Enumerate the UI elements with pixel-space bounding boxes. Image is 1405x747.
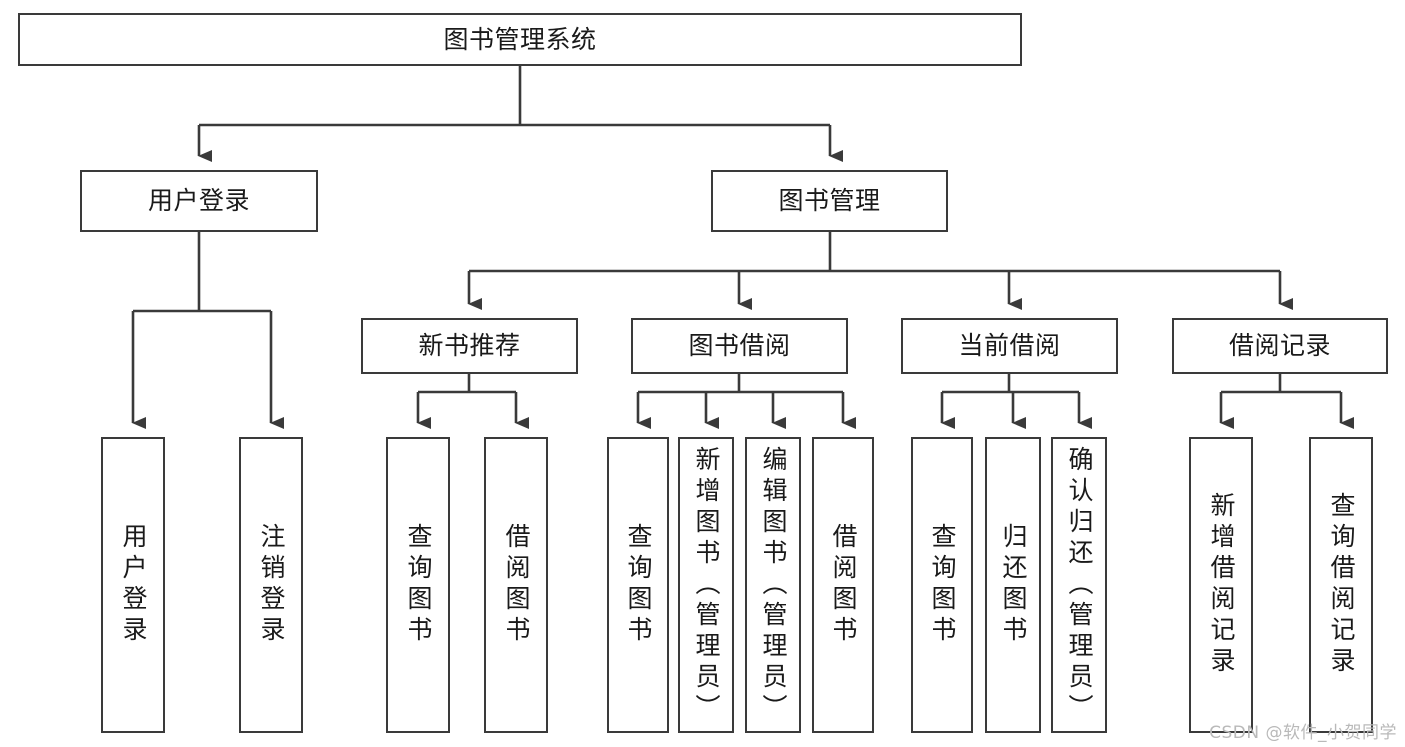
node-leaf-query-book-3[interactable]: 查询图书	[911, 437, 973, 733]
node-user-login-label: 用户登录	[147, 186, 250, 216]
node-leaf-query-borrow-record-label: 查询借阅记录	[1327, 492, 1356, 678]
node-new-book-recommend-label: 新书推荐	[418, 331, 521, 361]
node-leaf-query-borrow-record[interactable]: 查询借阅记录	[1309, 437, 1373, 733]
node-leaf-add-borrow-record[interactable]: 新增借阅记录	[1189, 437, 1253, 733]
node-leaf-borrow-book-2-label: 借阅图书	[829, 523, 858, 647]
node-borrow-record[interactable]: 借阅记录	[1172, 318, 1388, 374]
node-current-borrow[interactable]: 当前借阅	[901, 318, 1118, 374]
node-leaf-return-book-label: 归还图书	[999, 523, 1028, 647]
node-leaf-borrow-book-2[interactable]: 借阅图书	[812, 437, 874, 733]
node-leaf-query-book-2[interactable]: 查询图书	[607, 437, 669, 733]
node-leaf-add-book-admin-label: 新增图书（管理员）	[692, 445, 721, 725]
node-leaf-confirm-return-admin-label: 确认归还（管理员）	[1065, 445, 1094, 725]
node-leaf-add-book-admin[interactable]: 新增图书（管理员）	[678, 437, 734, 733]
node-leaf-user-login-label: 用户登录	[119, 523, 148, 647]
node-leaf-logout-login-label: 注销登录	[257, 523, 286, 647]
node-borrow-record-label: 借阅记录	[1228, 331, 1331, 361]
node-root-label: 图书管理系统	[443, 24, 597, 54]
node-leaf-borrow-book-1-label: 借阅图书	[502, 523, 531, 647]
node-leaf-query-book-1[interactable]: 查询图书	[386, 437, 450, 733]
node-leaf-query-book-1-label: 查询图书	[404, 523, 433, 647]
node-leaf-confirm-return-admin[interactable]: 确认归还（管理员）	[1051, 437, 1107, 733]
node-book-manage-label: 图书管理	[778, 186, 881, 216]
node-leaf-query-book-3-label: 查询图书	[928, 523, 957, 647]
node-book-borrow-label: 图书借阅	[688, 331, 791, 361]
node-leaf-logout-login[interactable]: 注销登录	[239, 437, 303, 733]
node-root[interactable]: 图书管理系统	[18, 13, 1022, 66]
node-leaf-add-borrow-record-label: 新增借阅记录	[1207, 492, 1236, 678]
node-leaf-query-book-2-label: 查询图书	[624, 523, 653, 647]
node-user-login[interactable]: 用户登录	[80, 170, 318, 232]
node-new-book-recommend[interactable]: 新书推荐	[361, 318, 578, 374]
node-book-manage[interactable]: 图书管理	[711, 170, 948, 232]
node-leaf-edit-book-admin[interactable]: 编辑图书（管理员）	[745, 437, 801, 733]
node-leaf-return-book[interactable]: 归还图书	[985, 437, 1041, 733]
node-leaf-user-login[interactable]: 用户登录	[101, 437, 165, 733]
node-leaf-edit-book-admin-label: 编辑图书（管理员）	[759, 445, 788, 725]
node-current-borrow-label: 当前借阅	[958, 331, 1061, 361]
node-leaf-borrow-book-1[interactable]: 借阅图书	[484, 437, 548, 733]
node-book-borrow[interactable]: 图书借阅	[631, 318, 848, 374]
